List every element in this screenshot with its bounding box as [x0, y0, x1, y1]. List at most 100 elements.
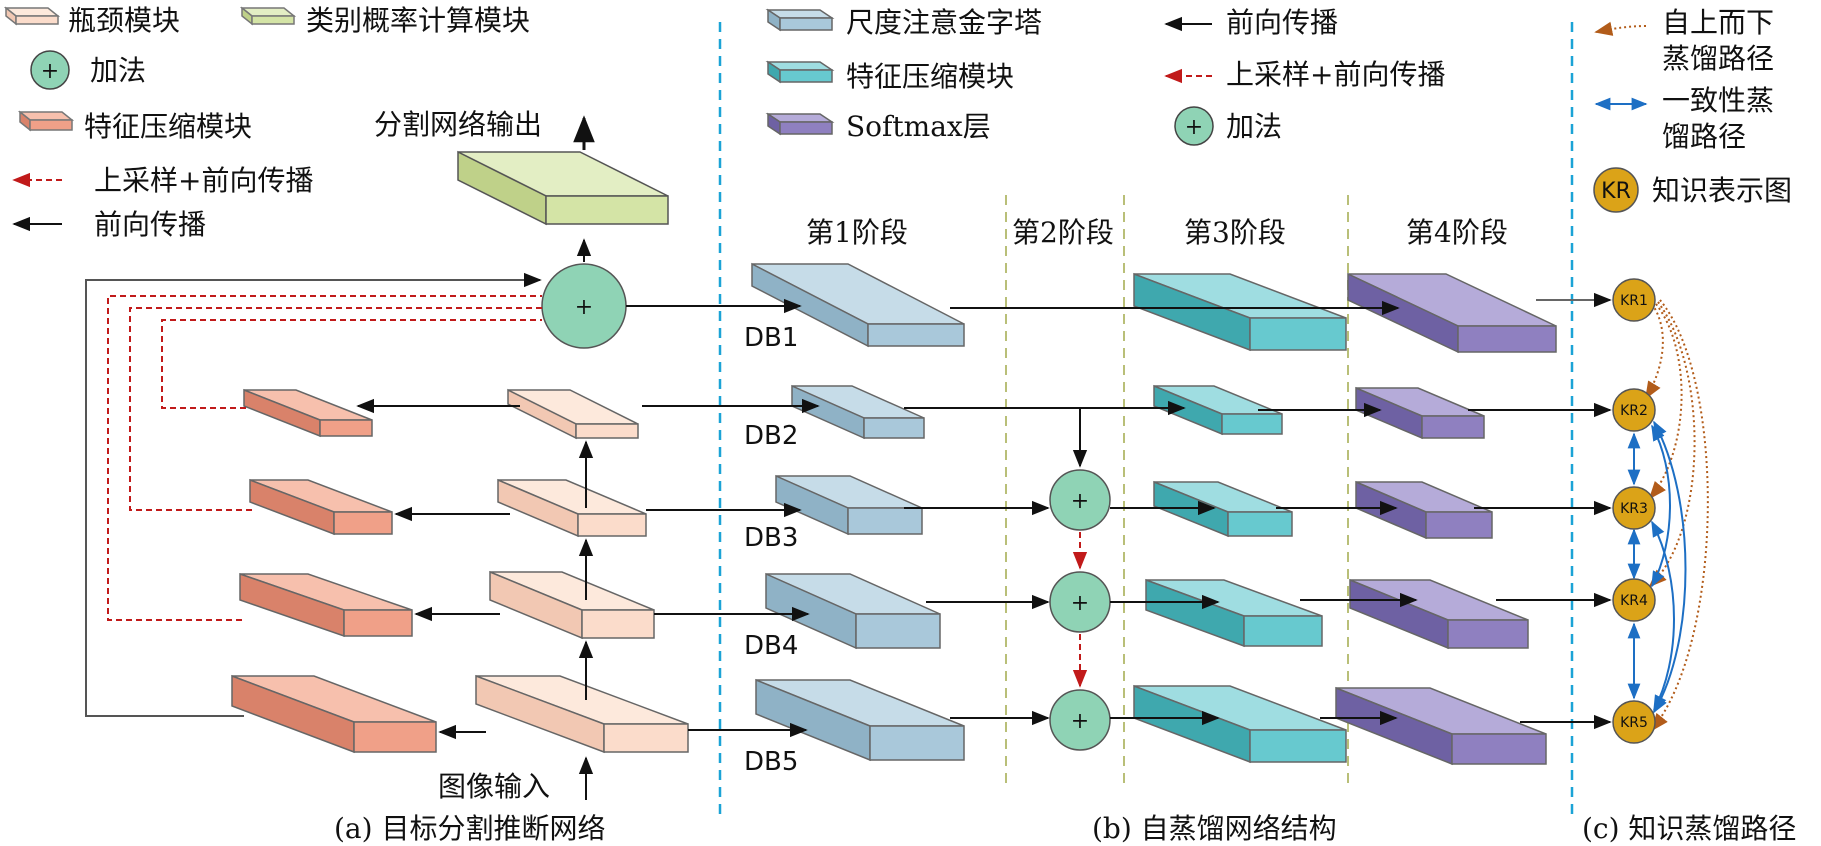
- kr-node-2: KR2: [1612, 388, 1656, 432]
- add-node-b2-symbol: +: [1071, 591, 1089, 616]
- topdown-kr1-kr2: [1645, 303, 1664, 400]
- legend-compress-label: 特征压缩模块: [84, 110, 252, 143]
- stage-title-1: 第1阶段: [806, 216, 908, 249]
- topdown-kr1-kr5: [1650, 299, 1709, 732]
- legend-topdown-line2: 蒸馏路径: [1662, 42, 1774, 75]
- legend-kr-icon: KR: [1593, 167, 1639, 213]
- softmax-block-5: [1335, 686, 1547, 766]
- bottleneck-block-4: [475, 674, 689, 754]
- panel-a-target-segmentation: 分割网络输出 +: [85, 108, 689, 803]
- legend-bottleneck-swatch: [3, 6, 61, 26]
- stage-title-4: 第4阶段: [1406, 216, 1508, 249]
- kr-node-5: KR5: [1612, 700, 1656, 744]
- legend-consist-line1: 一致性蒸: [1662, 84, 1774, 117]
- legend-upsample-label: 上采样+前向传播: [94, 164, 313, 197]
- upsample-path-3: [107, 295, 542, 621]
- teal-block-4: [1145, 578, 1323, 648]
- legend-kr-abbr: KR: [1601, 179, 1631, 204]
- legend-b-compress-swatch: [765, 60, 835, 84]
- legend-a: 瓶颈模块 类别概率计算模块 + 加法 特征压缩模块 上采样+前向传播 前向传播: [3, 4, 530, 241]
- add-node-b3-symbol: +: [1071, 709, 1089, 734]
- legend-pyramid-label: 尺度注意金字塔: [846, 6, 1042, 39]
- legend-b-compress-label: 特征压缩模块: [846, 60, 1014, 93]
- kr-node-3: KR3: [1612, 486, 1656, 530]
- legend-b-forward-label: 前向传播: [1226, 6, 1338, 39]
- stage-title-3: 第3阶段: [1184, 216, 1286, 249]
- caption-b: (b) 自蒸馏网络结构: [1092, 812, 1337, 845]
- legend-b-add-label: 加法: [1226, 110, 1282, 143]
- add-node-a: +: [541, 263, 627, 349]
- legend-b-add-icon: +: [1174, 106, 1214, 146]
- softmax-block-2: [1355, 386, 1485, 440]
- legend-classprob-swatch: [239, 6, 297, 26]
- legend-consist-line2: 馏路径: [1662, 120, 1746, 153]
- topdown-kr1-kr4: [1648, 301, 1696, 588]
- pyramid-block-db2: [791, 384, 925, 440]
- add-node-b1-symbol: +: [1071, 489, 1089, 514]
- legend-c: 自上而下 蒸馏路径 一致性蒸 馏路径 KR 知识表示图: [1593, 6, 1792, 213]
- legend-classprob-label: 类别概率计算模块: [306, 4, 530, 37]
- kr-node-1-label: KR1: [1620, 293, 1648, 309]
- softmax-block-4: [1349, 578, 1529, 650]
- db-label-3: DB3: [744, 523, 798, 553]
- consist-kr2-kr5: [1653, 420, 1687, 714]
- legend-softmax-label: Softmax层: [846, 110, 991, 143]
- legend-topdown-arrow: [1594, 21, 1647, 36]
- seg-output-label: 分割网络输出: [374, 108, 542, 141]
- consist-kr3-kr5: [1651, 520, 1675, 712]
- kr-node-2-label: KR2: [1620, 403, 1648, 419]
- legend-forward-label: 前向传播: [94, 208, 206, 241]
- compress-block-4: [231, 674, 437, 754]
- upsample-path-2: [129, 307, 542, 511]
- bottleneck-block-1: [507, 388, 639, 440]
- image-input-label: 图像输入: [438, 770, 550, 803]
- legend-compress-swatch: [17, 110, 75, 132]
- kr-node-5-label: KR5: [1620, 715, 1648, 731]
- legend-b-add-symbol: +: [1185, 115, 1203, 140]
- caption-c: (c) 知识蒸馏路径: [1582, 812, 1796, 845]
- legend-softmax-swatch: [765, 112, 835, 136]
- panel-b-self-distillation: 第1阶段 第2阶段 第3阶段 第4阶段: [626, 216, 1612, 777]
- compress-block-2: [249, 478, 393, 536]
- bottleneck-block-3: [489, 570, 655, 640]
- legend-add-symbol: +: [41, 59, 59, 84]
- softmax-block-3: [1355, 480, 1493, 540]
- skip-path: [85, 272, 542, 717]
- pyramid-block-db1: [751, 262, 965, 348]
- add-node-b3: +: [1049, 689, 1111, 751]
- legend-kr-label: 知识表示图: [1652, 174, 1792, 207]
- compress-block-1: [243, 388, 373, 438]
- classprob-block: [457, 150, 669, 226]
- legend-b-upsample-label: 上采样+前向传播: [1226, 58, 1445, 91]
- legend-add-icon: +: [30, 50, 70, 90]
- panel-c-distillation-paths: KR1 KR2 KR3 KR4 KR5: [1612, 278, 1709, 744]
- teal-block-5: [1133, 684, 1347, 764]
- softmax-block-1: [1347, 272, 1557, 354]
- add-node-b2: +: [1049, 571, 1111, 633]
- kr-node-4-label: KR4: [1620, 593, 1648, 609]
- compress-block-3: [239, 572, 413, 638]
- legend-b: 尺度注意金字塔 特征压缩模块 Softmax层 前向传播 上采样+前向传播 + …: [765, 6, 1445, 146]
- teal-block-1: [1133, 272, 1347, 352]
- bottleneck-block-2: [497, 478, 647, 538]
- db-label-1: DB1: [744, 323, 798, 353]
- db-label-5: DB5: [744, 747, 798, 777]
- legend-bottleneck-label: 瓶颈模块: [68, 4, 180, 37]
- teal-block-2: [1153, 384, 1283, 436]
- legend-add-label: 加法: [90, 54, 146, 87]
- kr-node-1: KR1: [1612, 278, 1656, 322]
- kr-node-3-label: KR3: [1620, 501, 1648, 517]
- pyramid-block-db5: [755, 678, 965, 762]
- add-node-a-symbol: +: [575, 295, 593, 320]
- caption-a: (a) 目标分割推断网络: [334, 812, 605, 845]
- db-label-2: DB2: [744, 421, 798, 451]
- kr-node-4: KR4: [1612, 578, 1656, 622]
- upsample-path-1: [161, 319, 542, 409]
- topdown-kr1-kr3: [1648, 303, 1683, 500]
- legend-topdown-line1: 自上而下: [1662, 6, 1774, 39]
- pyramid-block-db4: [765, 572, 941, 650]
- legend-pyramid-swatch: [765, 8, 835, 32]
- stage-title-2: 第2阶段: [1012, 216, 1114, 249]
- add-node-b1: +: [1049, 469, 1111, 531]
